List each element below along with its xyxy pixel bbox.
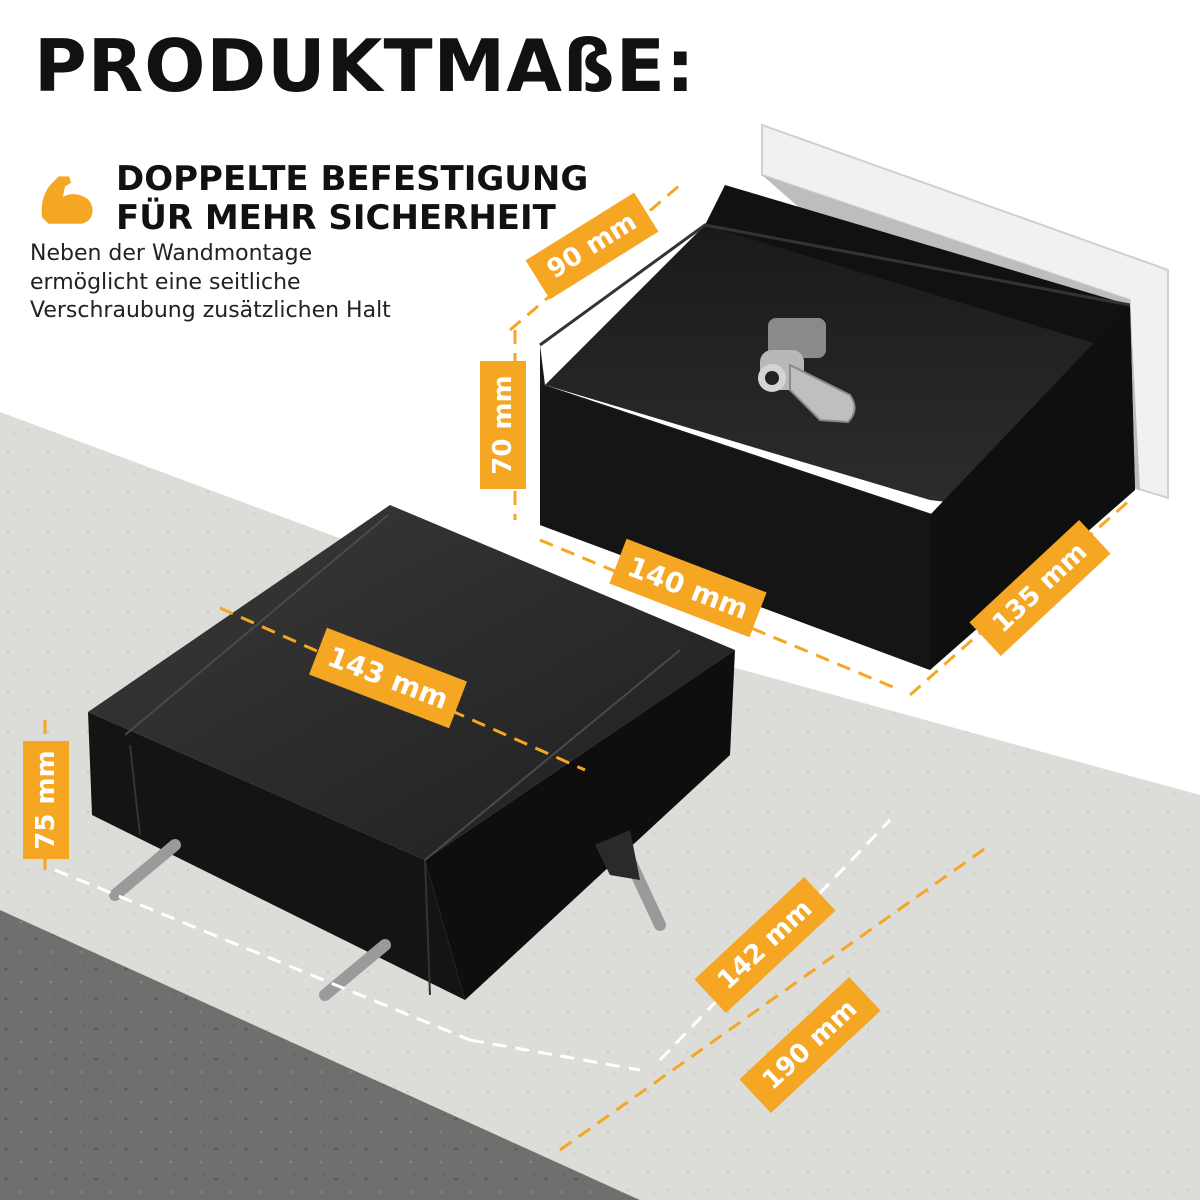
concrete-wall-front	[0, 910, 640, 1200]
feature-description-line: Verschraubung zusätzlichen Halt	[30, 298, 391, 324]
dimension-badge-bg	[969, 520, 1111, 656]
dimension-badge-bg	[480, 361, 526, 489]
lid-groove-right	[424, 649, 681, 861]
feature-description-line: Neben der Wandmontage	[30, 241, 313, 266]
lid-left-face	[88, 712, 465, 1000]
dimension-badge-box-height: 70 mm	[480, 361, 526, 489]
flexed-bicep-icon	[41, 176, 93, 224]
feature-headline-line: DOPPELTE BEFESTIGUNG	[116, 159, 589, 199]
dimension-badge-lid-height: 75 mm	[23, 741, 69, 859]
dimension-badge-text: 75 mm	[31, 750, 61, 849]
dimension-badge-bg	[309, 627, 467, 729]
dimension-badge-bg	[609, 538, 767, 638]
dimension-badge-bg	[525, 192, 659, 300]
dimension-badge-bg	[23, 741, 69, 859]
page-title: PRODUKTMAßE:	[34, 24, 696, 108]
lid-edge-right	[424, 859, 431, 996]
dimension-badge-bg	[694, 877, 836, 1013]
lid-edge-left	[129, 744, 141, 836]
dimension-badge-text: 70 mm	[488, 375, 518, 474]
side-bracket	[595, 830, 640, 880]
feature-headline: DOPPELTE BEFESTIGUNG FÜR MEHR SICHERHEIT	[116, 159, 589, 239]
box-rim	[539, 223, 1131, 347]
box-inner	[545, 225, 1100, 520]
lid-right-face	[425, 650, 735, 1000]
feature-description: Neben der Wandmontage ermöglicht eine se…	[30, 240, 391, 326]
lid-groove-left	[124, 514, 389, 736]
box-front-face	[540, 385, 930, 670]
box-right-side	[930, 305, 1135, 670]
cam-lock	[758, 318, 856, 424]
feature-headline-line: FÜR MEHR SICHERHEIT	[116, 198, 556, 239]
feature-description-line: ermöglicht eine seitliche	[30, 269, 301, 295]
dimension-badge-bg	[739, 977, 881, 1113]
